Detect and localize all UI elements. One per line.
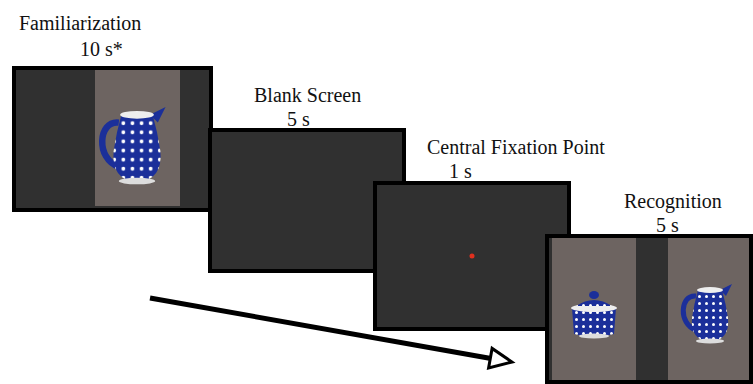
photo-panel: [668, 238, 749, 380]
phase-duration: 1 s: [449, 160, 472, 182]
jug: [102, 107, 165, 184]
screen-frame: Familiarization10 s*: [12, 66, 213, 212]
screen-frame: Central Fixation Point1 s: [373, 181, 571, 331]
phase-name: Blank Screen: [254, 84, 361, 106]
phase-duration: 5 s: [656, 214, 679, 236]
phase-duration: 5 s: [287, 108, 310, 130]
recognition-pictures: [549, 238, 749, 380]
photo-panel: [552, 238, 636, 380]
phase-name: Recognition: [624, 190, 722, 212]
jug: [683, 284, 732, 344]
phase-name: Familiarization: [19, 12, 141, 34]
sugar-bowl: [571, 291, 617, 339]
fixation-point: [377, 185, 567, 327]
phase-name: Central Fixation Point: [427, 136, 605, 158]
timeline-arrow-head: [489, 348, 512, 368]
phase-duration: 10 s*: [80, 38, 123, 60]
jug-picture: [16, 70, 209, 208]
screen-frame: Recognition5 s: [545, 234, 753, 384]
photo-panel: [95, 70, 180, 206]
